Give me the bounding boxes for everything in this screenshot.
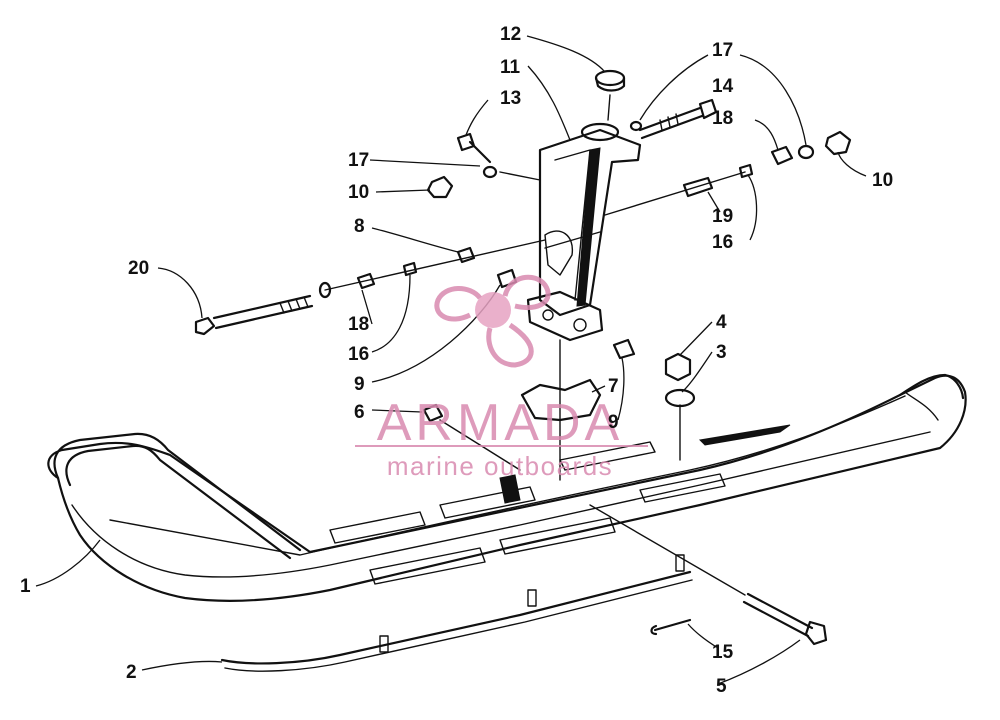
bushing-18-right xyxy=(770,145,794,166)
callout-10: 10 xyxy=(872,170,893,191)
callout-18: 18 xyxy=(348,314,369,335)
bolt-14 xyxy=(638,98,718,140)
assembly-axis-lines xyxy=(324,94,746,596)
callout-13: 13 xyxy=(500,88,521,109)
callout-14: 14 xyxy=(712,76,734,97)
screw-13 xyxy=(456,132,492,164)
washer-17-right xyxy=(797,144,815,160)
callout-3: 3 xyxy=(716,342,727,363)
callout-18: 18 xyxy=(712,108,733,129)
callout-1: 1 xyxy=(20,576,31,597)
bushing-9-right xyxy=(612,338,636,360)
ski-wear-bar xyxy=(220,554,693,672)
nut-4 xyxy=(664,352,692,382)
watermark-brand: ARMADA xyxy=(377,394,623,452)
nut-10-left xyxy=(426,175,454,199)
bolt-20 xyxy=(194,294,314,336)
ski-spindle xyxy=(526,122,642,342)
callout-15: 15 xyxy=(712,642,734,663)
callout-16: 16 xyxy=(348,344,369,365)
washer-17-upper xyxy=(482,165,498,179)
callout-4: 4 xyxy=(716,312,727,333)
callout-16: 16 xyxy=(712,232,733,253)
callout-20: 20 xyxy=(128,258,149,279)
callout-12: 12 xyxy=(500,24,521,45)
bushing-18-left xyxy=(356,272,376,290)
bushing-6 xyxy=(422,403,444,423)
callout-9: 9 xyxy=(608,412,619,433)
callout-17: 17 xyxy=(348,150,369,171)
washer-17-right-small xyxy=(629,120,643,132)
callout-6: 6 xyxy=(354,402,365,423)
damper-7 xyxy=(520,378,602,422)
callout-8: 8 xyxy=(354,216,365,237)
ski-body xyxy=(47,373,967,602)
watermark: ARMADA marine outboards xyxy=(355,274,648,481)
nut-10-right xyxy=(824,130,852,156)
spindle-cap xyxy=(594,69,626,92)
ski-handle-bar xyxy=(53,432,302,560)
callout-11: 11 xyxy=(500,57,521,78)
callout-17: 17 xyxy=(712,40,733,61)
callout-2: 2 xyxy=(126,662,137,683)
bushing-16-right xyxy=(738,163,754,179)
sleeve-19 xyxy=(682,176,714,198)
callout-10: 10 xyxy=(348,182,369,203)
leader-lines xyxy=(35,35,867,685)
cotter-pin-15 xyxy=(650,618,692,636)
bushing-16-left xyxy=(402,261,418,277)
callout-labels: 12 11 13 17 14 18 17 10 10 8 19 16 20 18… xyxy=(20,24,893,697)
bolt-5 xyxy=(742,592,828,646)
callout-5: 5 xyxy=(716,676,727,697)
propeller-logo-icon xyxy=(434,274,551,368)
washer-17-left xyxy=(318,281,332,299)
watermark-tagline: marine outboards xyxy=(387,451,613,481)
callout-19: 19 xyxy=(712,206,733,227)
washer-3 xyxy=(664,388,696,408)
callout-7: 7 xyxy=(608,376,619,397)
callout-9: 9 xyxy=(354,374,365,395)
